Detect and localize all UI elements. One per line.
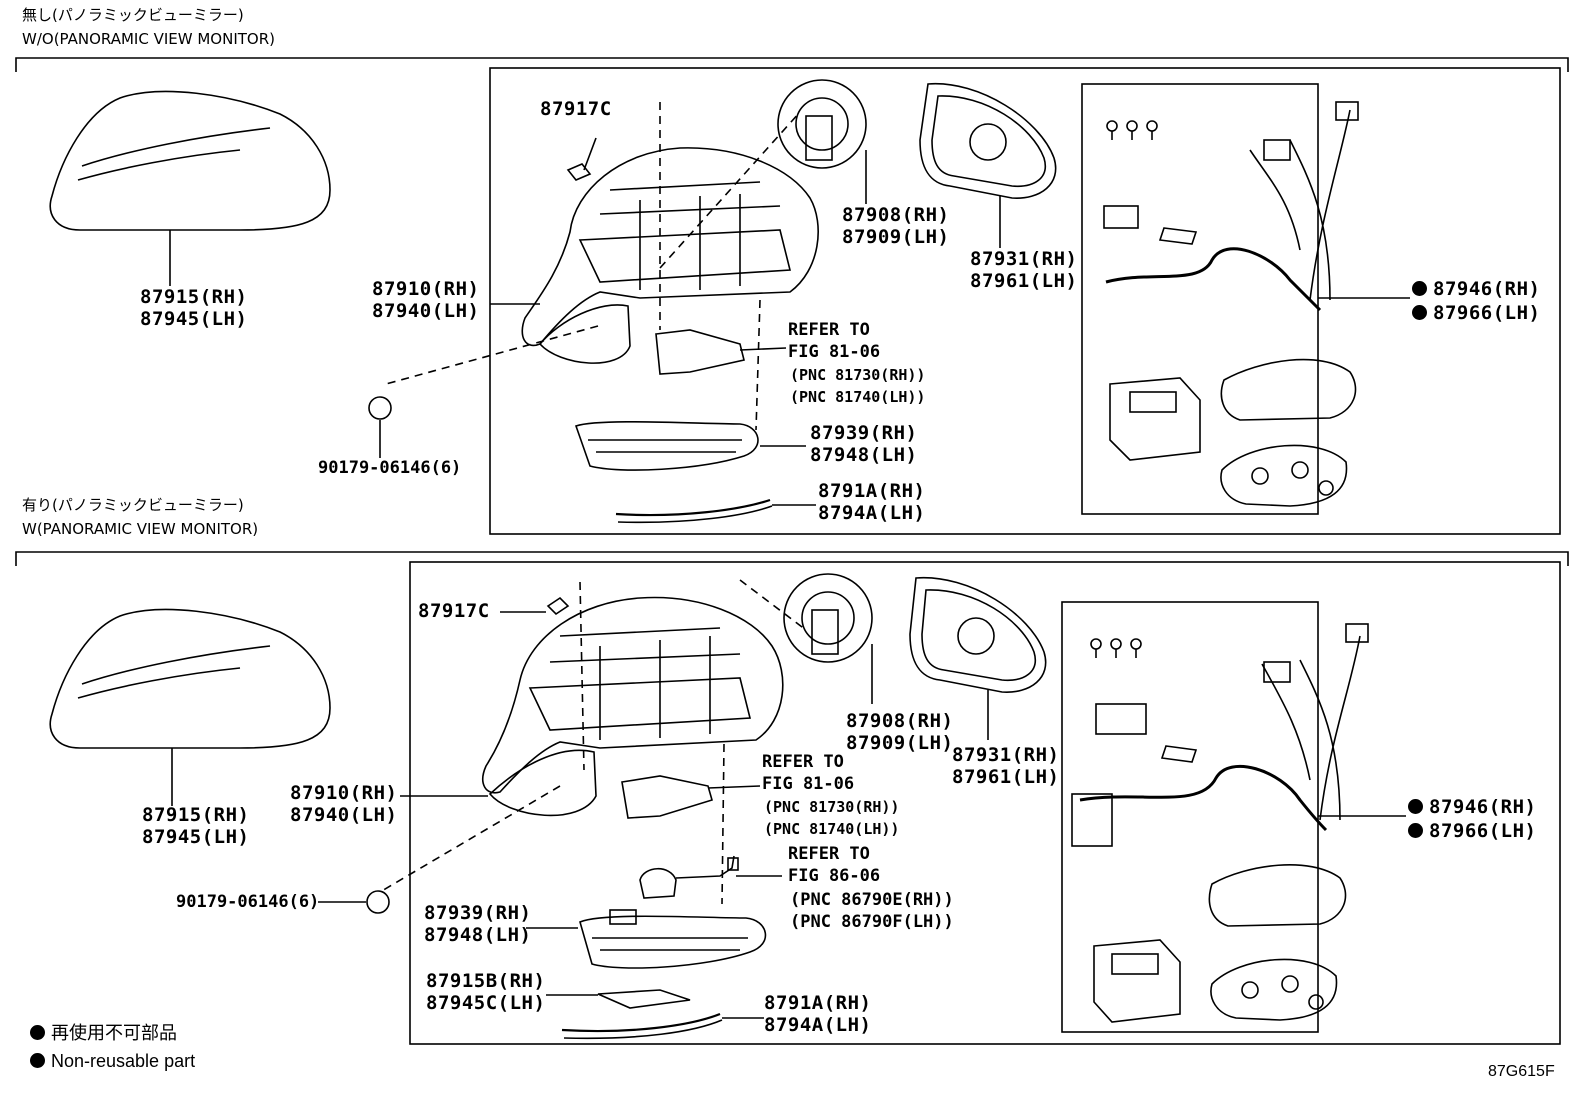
turn-lamp-bottom — [579, 909, 767, 969]
top-screw-label: 87917C — [540, 98, 612, 120]
bottom-garnish-lh: 8794A(LH) — [764, 1014, 872, 1036]
kit-parts-top — [1103, 101, 1359, 507]
top-heading-jp: 無し(パノラミックビューミラー) — [22, 6, 244, 24]
camera-bottom — [639, 855, 782, 899]
bottom-screw-label: 87917C — [418, 600, 490, 622]
top-outer-rh: 87931(RH) — [970, 248, 1078, 270]
top-outer-lh: 87961(LH) — [970, 270, 1078, 292]
top-lamp-lh: 87948(LH) — [810, 444, 918, 466]
mirror-cover-top — [49, 90, 331, 231]
non-reusable-dot — [1408, 799, 1423, 814]
drawing-code: 87G615F — [1488, 1063, 1555, 1080]
legend-jp: 再使用不可部品 — [30, 1024, 177, 1042]
bottom-lamp-rh: 87939(RH) — [424, 902, 532, 924]
bottom-cover2-lh: 87945C(LH) — [426, 992, 546, 1014]
bottom-heading-jp: 有り(パノラミックビューミラー) — [22, 496, 244, 514]
top-kit-lh: 87966(LH) — [1412, 304, 1540, 323]
top-cover-lh: 87945(LH) — [140, 308, 248, 330]
bottom-pnc-lh-1: (PNC 81740(LH)) — [764, 820, 900, 838]
top-mirror-lh: 87940(LH) — [372, 300, 480, 322]
bottom-heading-en: W(PANORAMIC VIEW MONITOR) — [22, 520, 259, 538]
cover-87915b-bottom — [597, 989, 691, 1009]
bottom-clip-label: 90179-06146(6) — [176, 892, 320, 912]
bottom-motor-rh: 87908(RH) — [846, 710, 954, 732]
legend-en: Non-reusable part — [30, 1052, 195, 1070]
garnish-top — [615, 498, 773, 524]
kit-parts-bottom — [1071, 623, 1369, 1023]
bottom-kit-lh: 87966(LH) — [1408, 822, 1536, 841]
top-fig-label: FIG 81-06 — [788, 342, 881, 362]
legend-dot — [30, 1053, 45, 1068]
bottom-cover-lh: 87945(LH) — [142, 826, 250, 848]
mirror-cover-bottom — [49, 608, 331, 749]
bottom-garnish-rh: 8791A(RH) — [764, 992, 872, 1014]
bottom-outer-rh: 87931(RH) — [952, 744, 1060, 766]
clip-bottom — [318, 890, 390, 914]
top-lamp-rh: 87939(RH) — [810, 422, 918, 444]
bottom-cover2-rh: 87915B(RH) — [426, 970, 546, 992]
mirror-motor-top — [777, 79, 867, 169]
legend-dot — [30, 1025, 45, 1040]
top-garnish-lh: 8794A(LH) — [818, 502, 926, 524]
bracket-bottom — [621, 775, 761, 819]
bottom-fig-label-2: FIG 86-06 — [788, 866, 881, 886]
screw-87917c-top — [566, 137, 597, 181]
bottom-pnc-lh-2: (PNC 86790F(LH)) — [790, 912, 954, 932]
mirror-outer-bottom — [909, 577, 1047, 693]
mirror-motor-bottom — [783, 573, 873, 663]
mirror-outer-top — [919, 83, 1057, 199]
non-reusable-dot — [1412, 281, 1427, 296]
top-motor-rh: 87908(RH) — [842, 204, 950, 226]
bottom-kit-rh: 87946(RH) — [1408, 798, 1536, 817]
garnish-bottom — [561, 1012, 723, 1040]
top-mirror-rh: 87910(RH) — [372, 278, 480, 300]
top-pnc-lh: (PNC 81740(LH)) — [790, 388, 926, 406]
bottom-outer-lh: 87961(LH) — [952, 766, 1060, 788]
bottom-refer-label-2: REFER TO — [788, 844, 870, 864]
bracket-top — [655, 329, 787, 375]
mirror-housing-bottom — [482, 596, 784, 817]
bottom-mirror-lh: 87940(LH) — [290, 804, 398, 826]
top-cover-rh: 87915(RH) — [140, 286, 248, 308]
clip-top — [368, 396, 392, 458]
top-kit-rh: 87946(RH) — [1412, 280, 1540, 299]
top-refer-label: REFER TO — [788, 320, 870, 340]
screw-87917c-bottom — [500, 596, 570, 616]
bottom-cover-rh: 87915(RH) — [142, 804, 250, 826]
non-reusable-dot — [1408, 823, 1423, 838]
bottom-mirror-rh: 87910(RH) — [290, 782, 398, 804]
top-heading-en: W/O(PANORAMIC VIEW MONITOR) — [22, 30, 276, 48]
bottom-motor-lh: 87909(LH) — [846, 732, 954, 754]
top-motor-lh: 87909(LH) — [842, 226, 950, 248]
bottom-pnc-rh-1: (PNC 81730(RH)) — [764, 798, 900, 816]
top-garnish-rh: 8791A(RH) — [818, 480, 926, 502]
turn-lamp-top — [574, 421, 759, 471]
non-reusable-dot — [1412, 305, 1427, 320]
top-pnc-rh: (PNC 81730(RH)) — [790, 366, 926, 384]
bottom-fig-label-1: FIG 81-06 — [762, 774, 855, 794]
top-clip-label: 90179-06146(6) — [318, 458, 462, 478]
bottom-lamp-lh: 87948(LH) — [424, 924, 532, 946]
bottom-refer-label-1: REFER TO — [762, 752, 844, 772]
bottom-pnc-rh-2: (PNC 86790E(RH)) — [790, 890, 954, 910]
